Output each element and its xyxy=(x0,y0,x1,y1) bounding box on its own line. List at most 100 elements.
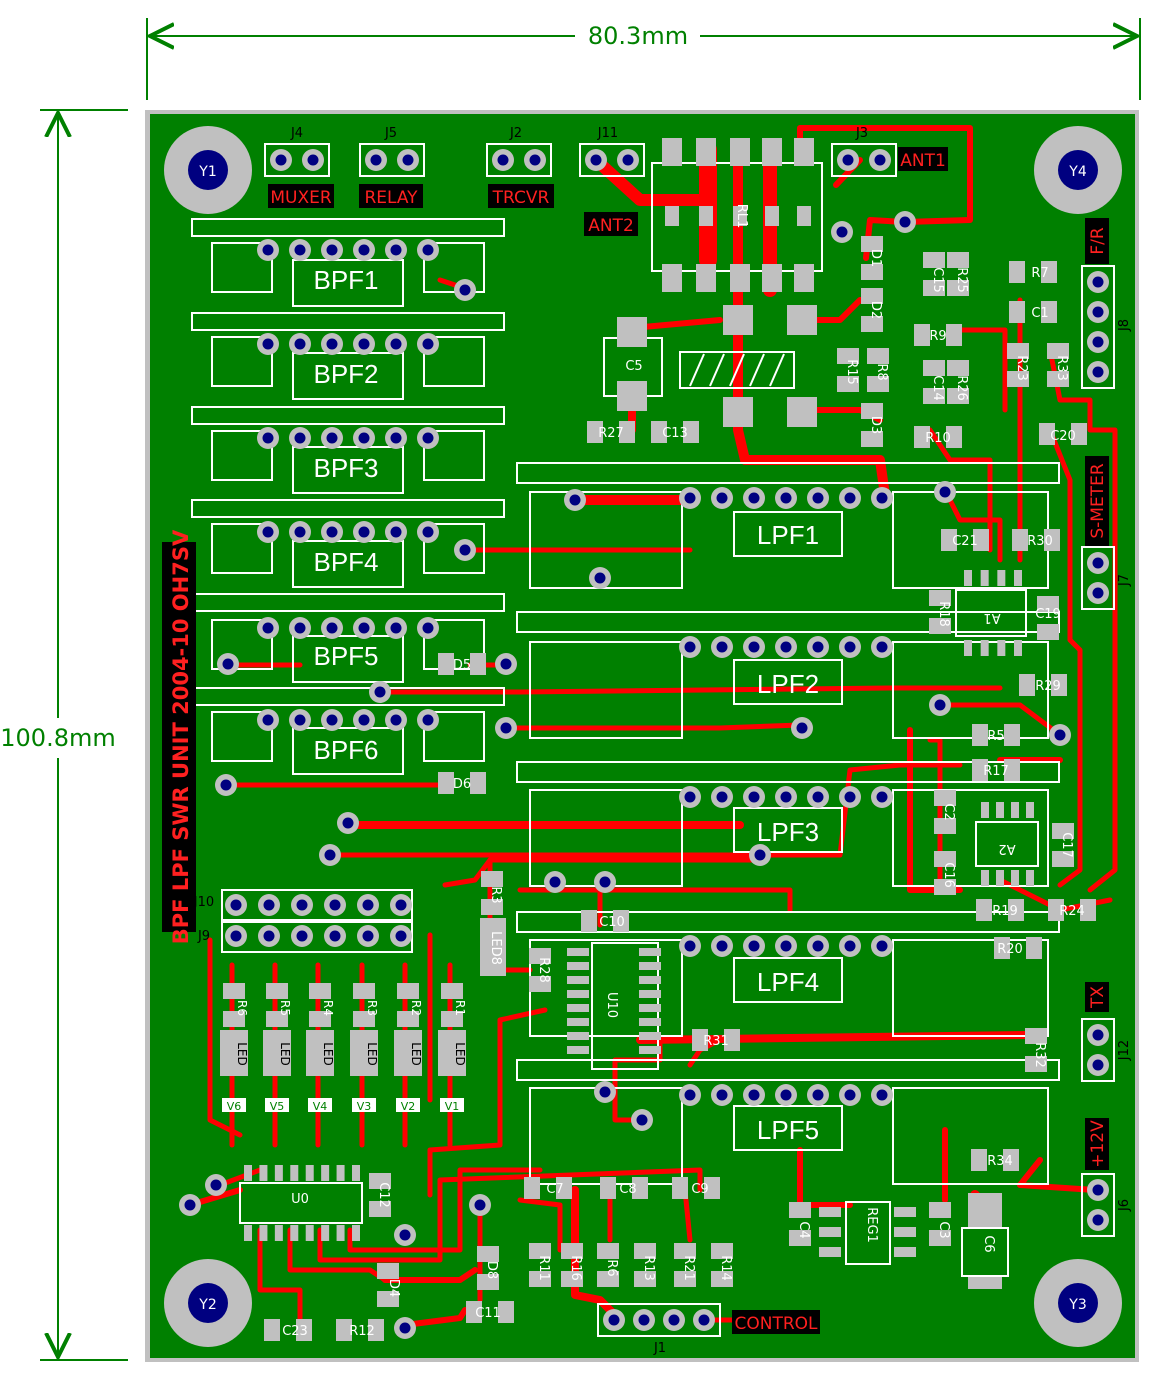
drill-hole xyxy=(684,1089,696,1101)
drill-hole xyxy=(459,544,471,556)
smd-pad xyxy=(929,1230,951,1246)
drill-hole xyxy=(668,1314,680,1326)
ref-led-row: LED xyxy=(365,1042,379,1066)
ref-c8: C8 xyxy=(619,1182,636,1197)
svg-text:J4: J4 xyxy=(290,126,303,141)
smd-pad xyxy=(309,983,331,999)
drill-hole xyxy=(812,940,824,952)
drill-hole xyxy=(294,714,306,726)
smd-pad xyxy=(529,1243,551,1259)
smd-pad xyxy=(321,1165,330,1181)
mounting-hole-y1: Y1 xyxy=(164,126,252,214)
smd-pad xyxy=(861,403,883,419)
smd-pad xyxy=(477,1274,499,1290)
smd-pad xyxy=(377,1263,399,1279)
smd-pad xyxy=(290,1165,299,1181)
smd-pad xyxy=(1052,851,1074,867)
drill-hole xyxy=(262,526,274,538)
smd-pad xyxy=(597,1271,619,1287)
ref-v-row: V2 xyxy=(401,1100,416,1113)
drill-hole xyxy=(748,940,760,952)
ref-r31: R31 xyxy=(703,1034,729,1049)
ref-r12: R12 xyxy=(349,1324,375,1339)
smd-pad xyxy=(441,983,463,999)
ref-r34: R34 xyxy=(987,1154,1013,1169)
drill-hole xyxy=(263,930,275,942)
smd-pad xyxy=(567,976,589,984)
ref-r33: R33 xyxy=(1054,355,1069,381)
smd-pad xyxy=(819,1227,841,1237)
connector-label-fr: F/R J8 xyxy=(1085,218,1132,332)
drill-hole xyxy=(716,492,728,504)
drill-hole xyxy=(390,432,402,444)
smd-pad xyxy=(639,1004,661,1012)
smd-pad xyxy=(837,376,859,392)
smd-pad xyxy=(699,206,713,226)
smd-pad xyxy=(438,653,454,675)
svg-text:+12V: +12V xyxy=(1088,1120,1108,1168)
led-body xyxy=(350,1030,378,1076)
drill-hole xyxy=(296,930,308,942)
smd-pad xyxy=(723,397,753,427)
smd-pad xyxy=(980,570,989,586)
ref-c11: C11 xyxy=(475,1306,501,1321)
mounting-hole-y4: Y4 xyxy=(1034,126,1122,214)
led-body xyxy=(263,1030,291,1076)
drill-hole xyxy=(754,849,766,861)
ref-d1: D1 xyxy=(868,249,883,267)
ref-r5: R5 xyxy=(987,729,1004,744)
smd-pad xyxy=(441,1011,463,1027)
lpf1-label: LPF1 xyxy=(757,520,819,550)
bpf4-label: BPF4 xyxy=(313,547,378,577)
drill-hole xyxy=(716,940,728,952)
drill-hole xyxy=(399,1229,411,1241)
smd-pad xyxy=(634,1243,656,1259)
smd-pad xyxy=(947,388,969,404)
ref-r20: R20 xyxy=(997,942,1023,957)
drill-hole xyxy=(876,641,888,653)
smd-pad xyxy=(1048,899,1064,921)
lpf5-label: LPF5 xyxy=(757,1115,819,1145)
drill-hole xyxy=(842,154,854,166)
drill-hole xyxy=(262,244,274,256)
drill-hole xyxy=(1092,336,1104,348)
svg-text:J2: J2 xyxy=(509,126,522,141)
ref-r27: R27 xyxy=(598,426,624,441)
ref-led-row: LED xyxy=(278,1042,292,1066)
drill-hole xyxy=(220,779,232,791)
smd-pad xyxy=(353,983,375,999)
drill-hole xyxy=(608,1314,620,1326)
drill-hole xyxy=(812,641,824,653)
smd-pad xyxy=(274,1165,283,1181)
smd-pad xyxy=(946,426,962,448)
drill-hole xyxy=(342,817,354,829)
connector-label-12v: +12V J6 xyxy=(1085,1118,1132,1212)
smd-pad xyxy=(692,1029,708,1051)
smd-pad xyxy=(266,983,288,999)
svg-text:F/R: F/R xyxy=(1088,227,1108,255)
smd-pad xyxy=(613,910,629,932)
smd-pad xyxy=(981,802,989,818)
ref-r14: R14 xyxy=(718,1255,733,1281)
drill-hole xyxy=(358,432,370,444)
smd-pad xyxy=(529,976,551,992)
smd-pad xyxy=(1012,529,1028,551)
smd-pad xyxy=(244,1225,252,1241)
drill-hole xyxy=(422,622,434,634)
smd-pad xyxy=(819,1247,841,1257)
smd-pad xyxy=(1004,759,1020,781)
smd-pad xyxy=(1026,802,1034,818)
drill-hole xyxy=(329,930,341,942)
ref-r24: R24 xyxy=(1059,904,1085,919)
ref-r29: R29 xyxy=(1035,679,1061,694)
smd-pad xyxy=(369,1173,391,1189)
ref-a2: A2 xyxy=(998,841,1015,856)
drill-hole xyxy=(294,338,306,350)
drill-hole xyxy=(370,154,382,166)
ref-r13: R13 xyxy=(641,1255,656,1281)
smd-pad xyxy=(369,1201,391,1217)
led-body xyxy=(394,1030,422,1076)
smd-pad xyxy=(290,1225,299,1241)
drill-hole xyxy=(836,226,848,238)
